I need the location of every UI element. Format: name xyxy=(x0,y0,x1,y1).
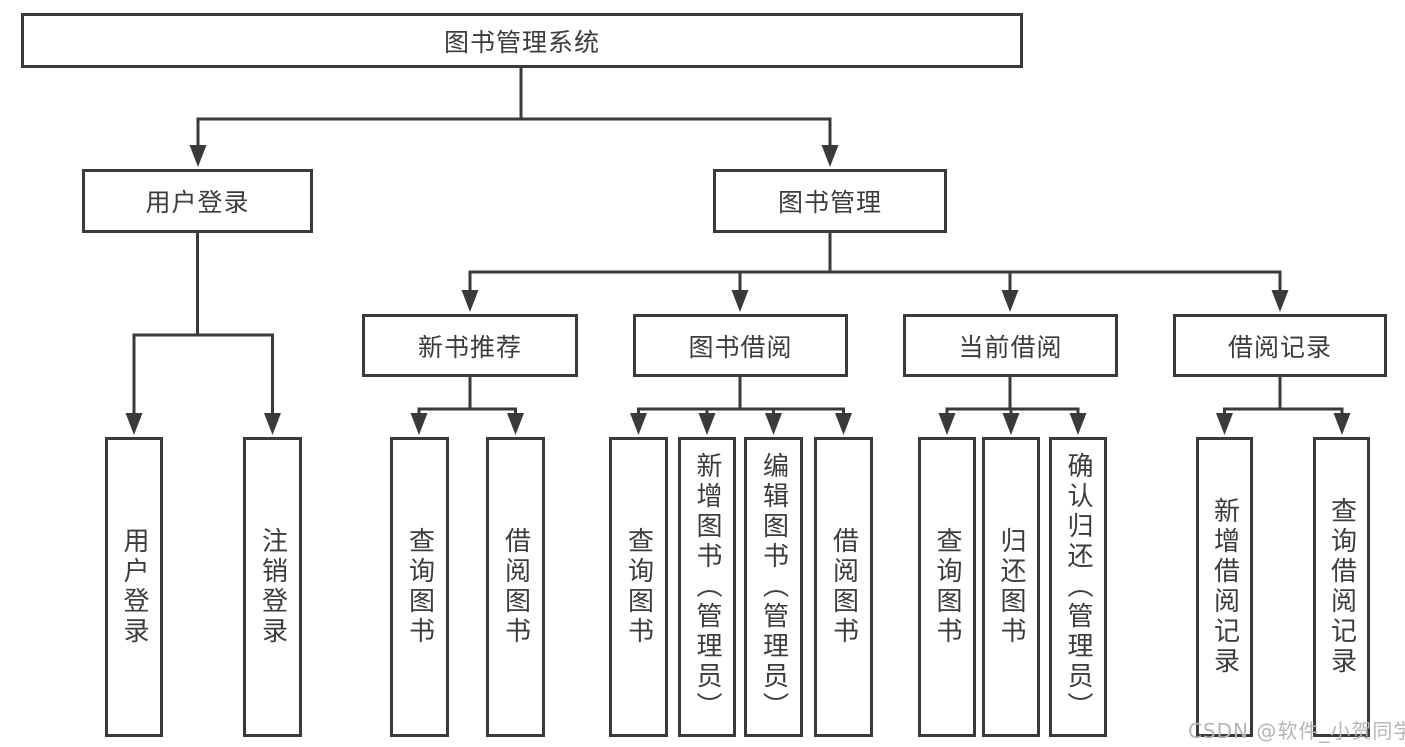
connector-newbooks-to-leaves xyxy=(410,377,524,435)
leaf-add-borrow-record: 新增借阅记录 xyxy=(1196,437,1253,737)
leaf-edit-book-admin: 编辑图书（管理员） xyxy=(744,437,803,737)
connector-userlogin-to-leaves xyxy=(125,233,281,435)
arrow-down-icon xyxy=(765,413,782,435)
connector-bookborrow-to-leaves xyxy=(630,377,852,435)
arrow-down-icon xyxy=(507,413,524,435)
leaf-confirm-return-admin: 确认归还（管理员） xyxy=(1049,437,1107,737)
arrow-down-icon xyxy=(410,413,428,435)
node-book-borrowing: 图书借阅 xyxy=(633,314,848,377)
leaf-borrow-books-recommend: 借阅图书 xyxy=(486,437,545,737)
arrow-down-icon xyxy=(189,145,207,167)
leaf-user-login: 用户登录 xyxy=(105,437,163,737)
connector-borrowrecords-to-leaves xyxy=(1216,377,1351,435)
leaf-query-books-recommend: 查询图书 xyxy=(390,437,449,737)
leaf-return-books: 归还图书 xyxy=(982,437,1040,737)
leaf-query-borrow-record: 查询借阅记录 xyxy=(1313,437,1370,737)
arrow-down-icon xyxy=(461,290,479,312)
connector-root-to-level2 xyxy=(189,68,839,167)
node-user-login: 用户登录 xyxy=(82,169,313,233)
arrow-down-icon xyxy=(821,145,839,167)
arrow-down-icon xyxy=(1001,290,1019,312)
leaf-add-book-admin: 新增图书（管理员） xyxy=(678,437,736,737)
node-library-system: 图书管理系统 xyxy=(21,13,1023,68)
node-borrow-records: 借阅记录 xyxy=(1173,314,1387,377)
connector-currentborrow-to-leaves xyxy=(938,377,1087,435)
arrow-down-icon xyxy=(1069,413,1087,435)
node-new-book-recommend: 新书推荐 xyxy=(362,314,578,377)
arrow-down-icon xyxy=(835,413,852,435)
connector-bookmgmt-to-level3 xyxy=(461,233,1289,312)
leaf-logout: 注销登录 xyxy=(243,437,302,737)
leaf-query-books-borrow: 查询图书 xyxy=(609,437,668,737)
arrow-down-icon xyxy=(698,413,716,435)
arrow-down-icon xyxy=(264,413,281,435)
arrow-down-icon xyxy=(1333,413,1351,435)
arrow-down-icon xyxy=(630,413,647,435)
leaf-query-books-current: 查询图书 xyxy=(918,437,976,737)
node-book-management: 图书管理 xyxy=(713,169,947,233)
arrow-down-icon xyxy=(1216,413,1233,435)
arrow-down-icon xyxy=(125,413,143,435)
arrow-down-icon xyxy=(1002,413,1020,435)
arrow-down-icon xyxy=(731,290,749,312)
arrow-down-icon xyxy=(938,413,956,435)
leaf-borrow-books-borrow: 借阅图书 xyxy=(814,437,873,737)
watermark-text: CSDN @软件_小贺同学 xyxy=(1188,719,1405,743)
node-current-borrowing: 当前借阅 xyxy=(903,314,1118,377)
arrow-down-icon xyxy=(1271,290,1289,312)
